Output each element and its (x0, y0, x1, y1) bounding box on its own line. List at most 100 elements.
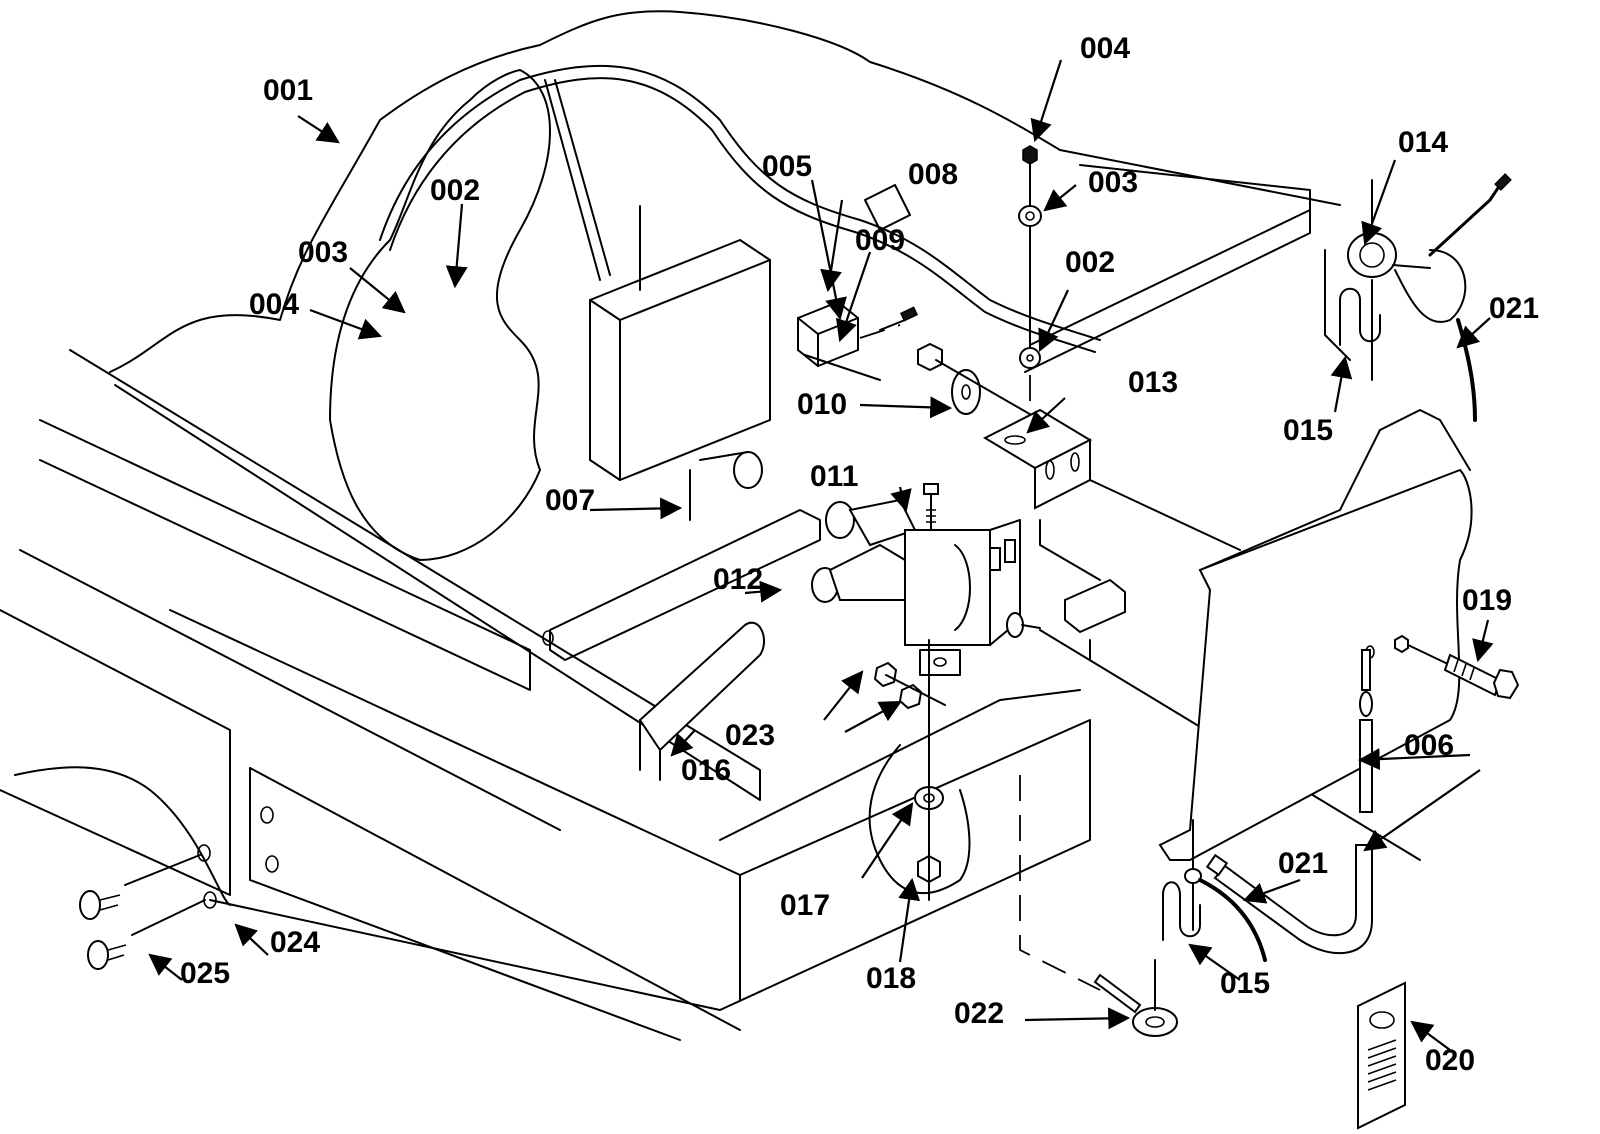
screw-025-a (79, 854, 201, 920)
callout-014: 014 (1398, 126, 1448, 159)
arrow-018 (898, 877, 921, 963)
bracket-013-axis (1039, 519, 1101, 581)
water-valve-012 (811, 498, 1041, 676)
leader-arrows (148, 59, 1494, 1051)
wire-021-top (1428, 183, 1502, 257)
callout-021: 021 (1278, 847, 1328, 880)
arrow-015a (1330, 355, 1353, 413)
arrow-022 (1024, 1007, 1131, 1030)
arrow-005 (810, 179, 847, 321)
callout-019: 019 (1462, 584, 1512, 617)
callout-009: 009 (855, 224, 905, 257)
panel-hole-1 (197, 844, 211, 862)
ice-bin (589, 239, 771, 481)
washer-003-top (1018, 205, 1042, 227)
ring-terminal-014 (1347, 232, 1467, 323)
arrow-020 (1410, 1020, 1451, 1051)
bottom-front (249, 767, 681, 1041)
arrow-012 (744, 580, 783, 603)
arrow-011 (890, 486, 912, 513)
angle-channel-top (1379, 409, 1471, 471)
cabinet-top-edge (1029, 164, 1311, 346)
arrow-017 (861, 802, 914, 879)
refrigerant-tube (379, 64, 1101, 341)
callout-004: 004 (1080, 32, 1130, 65)
arrow-025 (148, 953, 183, 981)
arrow-004a (309, 308, 383, 340)
axis-022 (1019, 775, 1101, 991)
side-panel-024 (0, 609, 231, 896)
channel-line-1 (544, 79, 601, 281)
screw-008 (879, 319, 906, 331)
screw-025-b (87, 899, 206, 970)
wire-021-connector (1494, 173, 1512, 191)
nut-023-axis (885, 674, 946, 706)
arrow-001 (297, 115, 340, 144)
callout-003: 003 (1088, 166, 1138, 199)
ground-lug-022 (1093, 973, 1178, 1037)
arrow-009 (835, 251, 872, 343)
arrow-015b (1188, 943, 1241, 981)
arrow-002a (445, 203, 468, 289)
channel-line-2 (554, 79, 611, 276)
ice-bin-corner (589, 299, 621, 321)
callout-015: 015 (1220, 967, 1270, 1000)
angle-channel (1158, 468, 1473, 861)
callout-022: 022 (954, 997, 1004, 1030)
arrow-010 (859, 396, 953, 419)
refrigerant-tube-2 (389, 77, 1096, 353)
callout-021: 021 (1489, 292, 1539, 325)
panel-hole-3 (260, 806, 274, 824)
arrow-024 (234, 923, 269, 956)
callout-024: 024 (270, 926, 320, 959)
callout-017: 017 (780, 889, 830, 922)
wire-021-bottom (1198, 878, 1267, 962)
arrow-014 (1361, 159, 1397, 246)
callout-016: 016 (681, 754, 731, 787)
callout-020: 020 (1425, 1044, 1475, 1077)
arrow-023a (823, 670, 864, 721)
callout-023: 023 (725, 719, 775, 752)
arrow-007 (589, 497, 683, 520)
callout-005: 005 (762, 150, 812, 183)
arrow-013 (1026, 397, 1066, 434)
channel-nut (1394, 634, 1409, 654)
callout-labels: 001 002 003 004 004 003 002 005 008 009 … (180, 32, 1539, 1077)
cutaway-edge (329, 69, 551, 561)
cabinet-right-face (1024, 209, 1311, 373)
bolt-011 (923, 483, 939, 531)
left-rail (39, 419, 531, 691)
arrow-016 (670, 729, 696, 757)
cabinet-outline (109, 10, 1341, 373)
bracket-hole (542, 630, 554, 646)
nut-004-top (1022, 145, 1038, 165)
angle-channel-edge (1199, 429, 1381, 571)
bolt-019 (1407, 644, 1520, 700)
callout-010: 010 (797, 388, 847, 421)
base-box (169, 609, 1091, 1011)
panel-hole-4 (265, 855, 279, 873)
callout-008: 008 (908, 158, 958, 191)
arrow-003b (1043, 184, 1077, 212)
arrow-019 (1472, 619, 1494, 663)
callout-003: 003 (298, 236, 348, 269)
arrow-008 (820, 199, 844, 293)
callout-011: 011 (810, 460, 858, 493)
screw-008-head (899, 306, 919, 322)
bracket-007 (549, 509, 821, 661)
arrow-002b (1038, 289, 1069, 352)
base-top (719, 689, 1081, 841)
callout-002: 002 (430, 174, 480, 207)
screw-008-axis (859, 324, 901, 339)
s-hook-015-bottom (1162, 881, 1201, 941)
arrow-006a (1357, 748, 1471, 771)
logo-symbol (864, 184, 911, 231)
hose-007-end (733, 451, 763, 489)
callout-018: 018 (866, 962, 916, 995)
axis-009-010 (935, 359, 1041, 421)
small-switch (1064, 578, 1126, 634)
callout-013: 013 (1128, 366, 1178, 399)
callout-007: 007 (545, 484, 595, 517)
callout-025: 025 (180, 957, 230, 990)
